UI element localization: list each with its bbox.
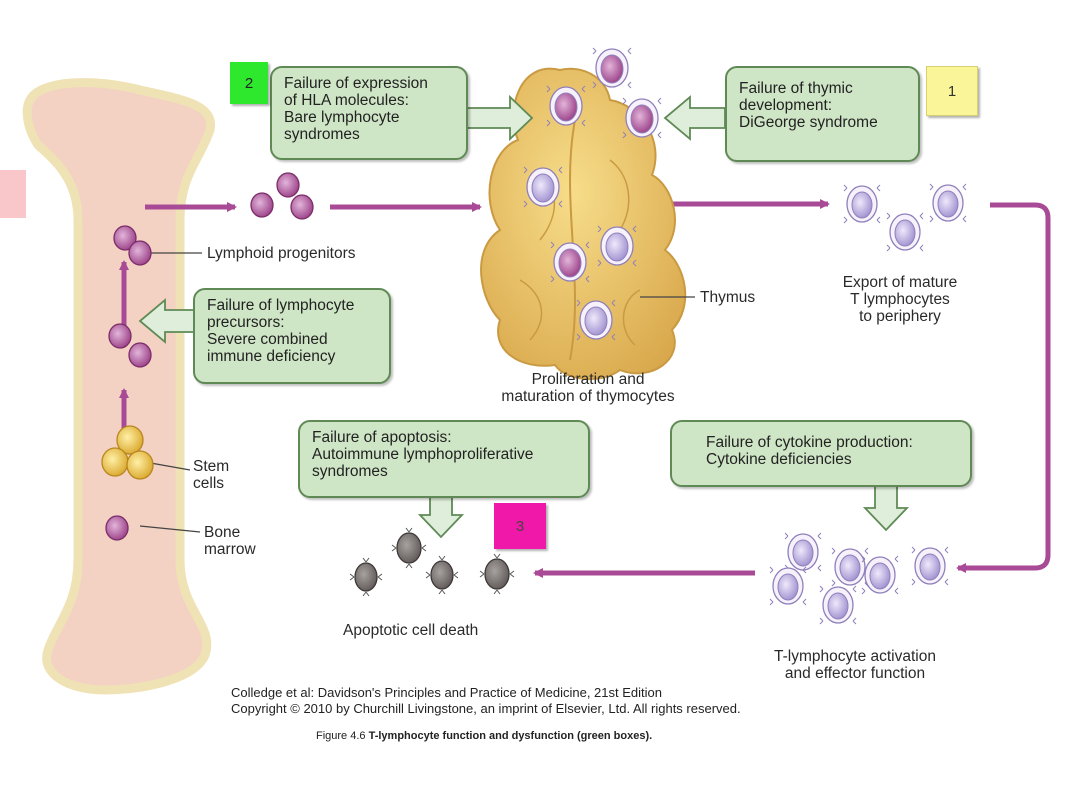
thymocyte-cell xyxy=(592,47,632,89)
box-hla-line: of HLA molecules: xyxy=(284,92,409,109)
activated-t-cell xyxy=(861,555,899,595)
figure-caption: Figure 4.6 T-lymphocyte function and dys… xyxy=(316,728,652,744)
box-hla-line: Bare lymphocyte xyxy=(284,109,400,126)
thymocyte-cell xyxy=(576,299,616,341)
label-export-line: Export of mature xyxy=(842,274,958,291)
label-stem-cells: Stem cells xyxy=(193,458,229,492)
label-stem-line: Stem xyxy=(193,458,230,475)
activated-t-cell xyxy=(831,547,869,587)
box-cytokine-line: Failure of cytokine production: xyxy=(706,434,913,451)
label-activation: T-lymphocyte activation and effector fun… xyxy=(735,648,975,682)
box-hla-failure: Failure of expression of HLA molecules: … xyxy=(270,66,468,160)
box-apoptosis-line: Failure of apoptosis: xyxy=(312,429,452,446)
progenitor-cell xyxy=(250,192,274,218)
figure-caption-title: T-lymphocyte function and dysfunction (g… xyxy=(368,730,653,742)
bone-progenitor-cell xyxy=(113,225,137,251)
activated-t-cell xyxy=(819,585,857,625)
callout-arrow-apoptosis xyxy=(417,496,465,539)
box-thymic-line: DiGeorge syndrome xyxy=(739,114,878,131)
mature-t-cell xyxy=(929,183,967,223)
apoptotic-cell xyxy=(425,555,459,595)
box-precursor-line: Failure of lymphocyte xyxy=(207,297,355,314)
activated-t-cell xyxy=(784,532,822,572)
label-prolif-line: maturation of thymocytes xyxy=(501,388,675,405)
thymocyte-cell xyxy=(550,241,590,283)
label-activation-line: and effector function xyxy=(784,665,926,682)
box-thymic-line: Failure of thymic xyxy=(739,80,853,97)
box-hla-line: syndromes xyxy=(284,126,360,143)
callout-arrow-thymic xyxy=(663,95,726,141)
label-prolif-line: Proliferation and xyxy=(531,371,645,388)
apoptotic-cell xyxy=(391,527,427,569)
box-apoptosis-line: syndromes xyxy=(312,463,388,480)
progenitor-cell xyxy=(276,172,300,198)
note-3: 3 xyxy=(494,503,546,549)
box-apoptosis-failure: Failure of apoptosis: Autoimmune lymphop… xyxy=(298,420,590,498)
label-proliferation: Proliferation and maturation of thymocyt… xyxy=(468,371,708,405)
label-bone-line: Bone xyxy=(204,524,241,541)
note-2: 2 xyxy=(230,62,268,104)
box-thymic-failure: Failure of thymic development: DiGeorge … xyxy=(725,66,920,162)
box-thymic-line: development: xyxy=(739,97,833,114)
label-bone-marrow: Bone marrow xyxy=(204,524,256,558)
box-precursor-line: immune deficiency xyxy=(207,348,336,365)
label-export-line: T lymphocytes xyxy=(850,291,950,308)
label-stem-line: cells xyxy=(193,475,225,492)
progenitor-cell xyxy=(290,194,314,220)
box-apoptosis-line: Autoimmune lymphoproliferative xyxy=(312,446,534,463)
marrow-leader xyxy=(139,525,201,533)
callout-arrow-hla xyxy=(464,94,534,142)
caption-source: Colledge et al: Davidson's Principles an… xyxy=(231,685,662,700)
precursor-cell xyxy=(108,323,132,349)
callout-arrow-cytokine xyxy=(862,484,910,532)
label-activation-line: T-lymphocyte activation xyxy=(774,648,936,665)
box-precursor-line: precursors: xyxy=(207,314,285,331)
box-precursor-line: Severe combined xyxy=(207,331,328,348)
label-export: Export of mature T lymphocytes to periph… xyxy=(800,274,1000,325)
caption-copyright: Copyright © 2010 by Churchill Livingston… xyxy=(231,701,741,716)
note-1: 1 xyxy=(926,66,978,116)
apoptotic-cell xyxy=(349,557,383,597)
bone-progenitor-cell xyxy=(128,240,152,266)
stem-cell xyxy=(101,447,129,477)
mature-t-cell xyxy=(886,212,924,252)
thymocyte-cell xyxy=(546,85,586,127)
box-cytokine-failure: Failure of cytokine production: Cytokine… xyxy=(670,420,972,487)
mature-t-cell xyxy=(843,184,881,224)
label-apoptotic-death: Apoptotic cell death xyxy=(343,622,479,639)
bone-marrow-shape xyxy=(22,78,215,695)
apoptotic-cell xyxy=(479,553,515,595)
label-thymus: Thymus xyxy=(700,289,756,306)
activated-t-cell xyxy=(769,566,807,606)
figure-caption-prefix: Figure 4.6 xyxy=(316,730,369,742)
stem-cell xyxy=(126,450,154,480)
thymocyte-cell xyxy=(523,166,563,208)
label-lymphoid-progenitors: Lymphoid progenitors xyxy=(207,245,356,262)
arrow-export-to-activation xyxy=(956,202,1051,573)
thymocyte-cell xyxy=(622,97,662,139)
box-hla-line: Failure of expression xyxy=(284,75,428,92)
label-export-line: to periphery xyxy=(859,308,941,325)
stem-cell xyxy=(116,425,144,455)
precursor-cell xyxy=(128,342,152,368)
label-bone-line: marrow xyxy=(204,541,256,558)
thymus-organ xyxy=(480,67,687,381)
activated-t-cell xyxy=(911,546,949,586)
edge-mark xyxy=(0,170,26,218)
callout-arrow-precursors xyxy=(138,298,197,344)
box-precursor-failure: Failure of lymphocyte precursors: Severe… xyxy=(193,288,391,384)
marrow-cell xyxy=(105,515,129,541)
thymocyte-cell xyxy=(597,225,637,267)
box-cytokine-line: Cytokine deficiencies xyxy=(706,451,852,468)
